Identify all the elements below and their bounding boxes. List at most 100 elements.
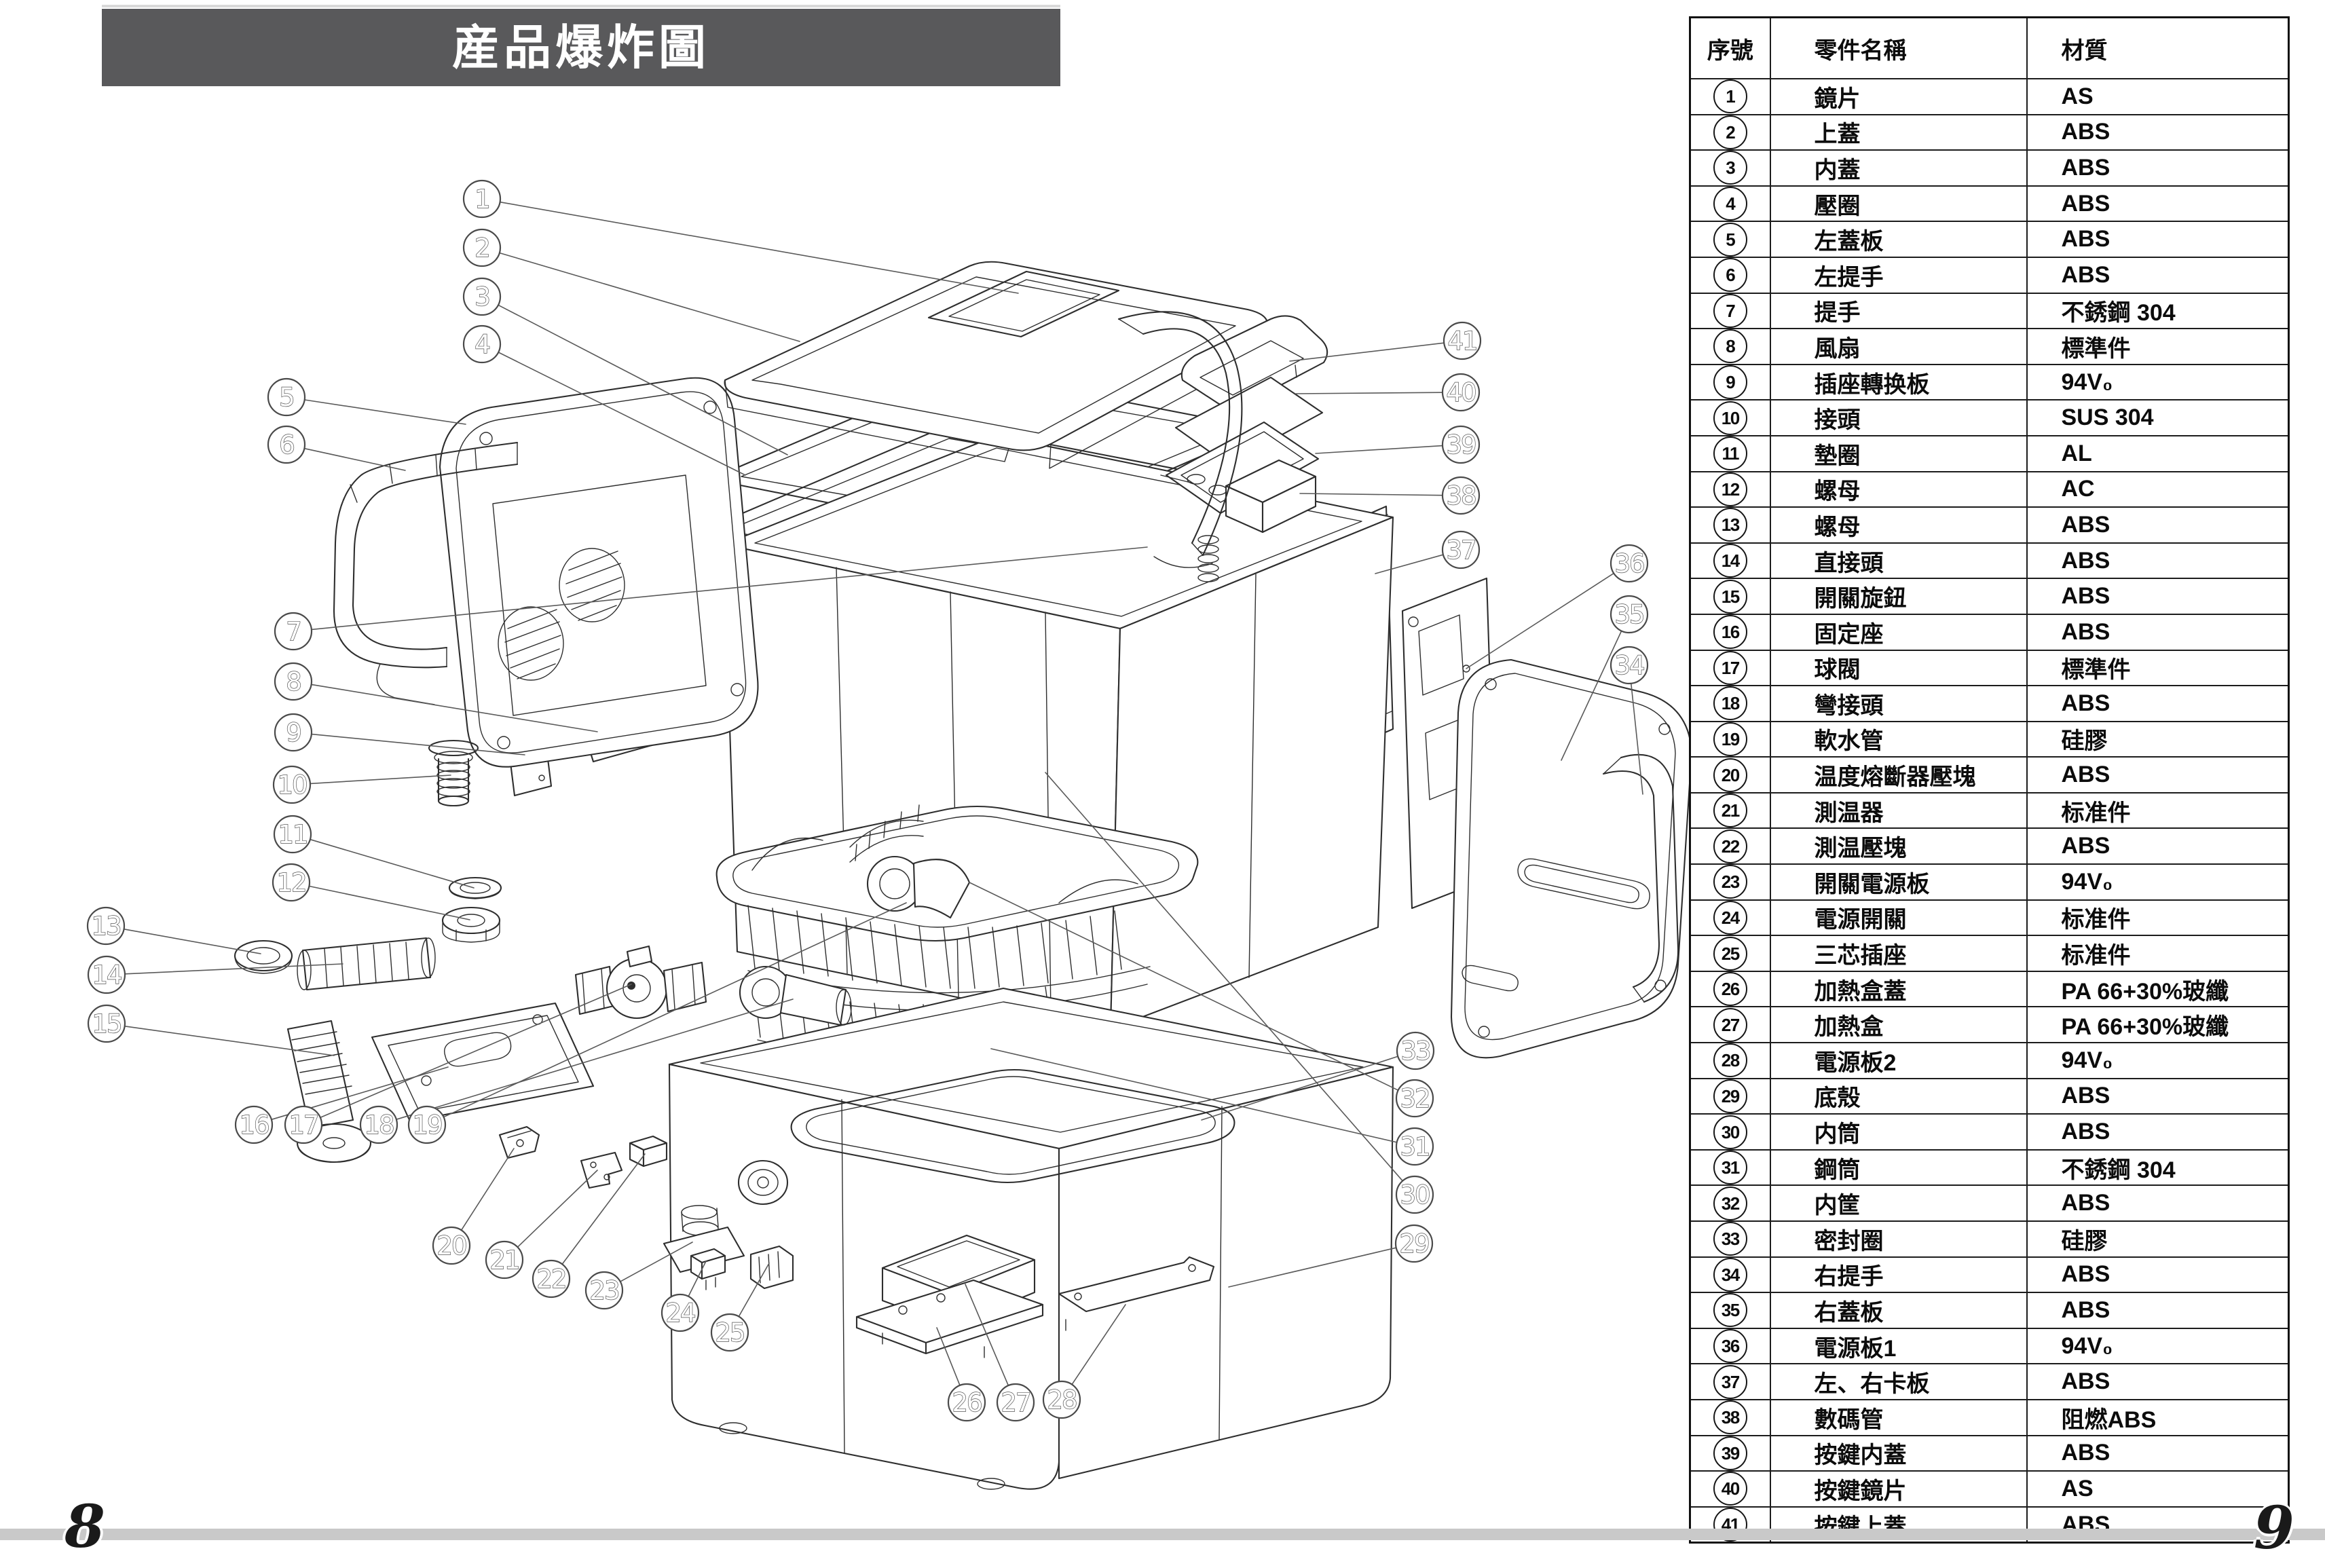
part-right-handle: [1602, 753, 1679, 1003]
balloon-circle: [532, 1259, 571, 1299]
circled-number: 16: [1713, 615, 1747, 649]
part-index-cell: 6: [1689, 256, 1771, 294]
leader-line: [517, 1170, 598, 1248]
part-key-inner-cover: [1165, 421, 1320, 515]
circled-number: 24: [1713, 901, 1747, 935]
leader-line: [1631, 683, 1643, 795]
part-name-cell: 測温壓塊: [1769, 827, 2028, 865]
circled-number: 33: [1713, 1222, 1747, 1256]
part-heating-box-cover: [881, 1234, 1036, 1328]
part-nut: [441, 906, 501, 943]
balloon-circle: [1441, 476, 1481, 515]
part-material-cell: ABS: [2026, 506, 2290, 544]
part-left-cover-plate: [439, 377, 759, 768]
balloon-number: 17: [289, 1110, 318, 1140]
part-seal-ring: [790, 1068, 1235, 1184]
part-index-cell: 10: [1689, 399, 1771, 436]
part-fixing-seat: [371, 1002, 595, 1123]
balloon-number: 40: [1446, 378, 1476, 407]
balloon-number: 36: [1614, 549, 1644, 578]
part-material-cell: ABS: [2026, 1363, 2290, 1400]
part-material-cell: AC: [2026, 470, 2290, 508]
leader-line: [561, 1153, 646, 1265]
exploded-view-diagram: 1234567891011121314151617181920212223242…: [86, 179, 1690, 1490]
circled-number: 39: [1713, 1436, 1747, 1470]
part-index-cell: 35: [1689, 1292, 1771, 1329]
callout-balloon-8: 8: [274, 662, 598, 732]
circled-number: 29: [1713, 1079, 1747, 1113]
part-name-cell: 開關旋鈕: [1769, 578, 2028, 615]
callout-balloon-35: 35: [1561, 595, 1649, 761]
part-name-cell: 加熱盒蓋: [1769, 970, 2028, 1008]
part-index-cell: 25: [1689, 935, 1771, 972]
col-header-index: 序號: [1689, 16, 1771, 79]
circled-number: 7: [1713, 294, 1747, 328]
circled-number: 25: [1713, 937, 1747, 970]
part-soft-hose: [849, 804, 971, 919]
part-material-cell: 標準件: [2026, 328, 2290, 365]
balloon-circle: [274, 662, 313, 701]
part-index-cell: 15: [1689, 578, 1771, 615]
leader-line: [965, 1284, 1009, 1386]
part-name-cell: 内蓋: [1769, 149, 2028, 187]
callout-balloon-13: 13: [86, 906, 261, 954]
part-name-cell: 左提手: [1769, 256, 2028, 294]
part-material-cell: ABS: [2026, 685, 2290, 722]
part-material-cell: ABS: [2026, 578, 2290, 615]
callout-balloon-6: 6: [267, 425, 406, 471]
circled-number: 31: [1713, 1151, 1747, 1184]
balloon-circle: [710, 1313, 749, 1352]
callout-balloon-9: 9: [274, 713, 525, 755]
part-index-cell: 37: [1689, 1363, 1771, 1400]
circled-number: 1: [1713, 79, 1747, 113]
callout-balloon-28: 28: [1042, 1304, 1126, 1419]
circled-number: 34: [1713, 1258, 1747, 1292]
circled-number: 10: [1713, 401, 1747, 434]
leader-line: [969, 882, 1399, 1091]
part-material-cell: 硅膠: [2026, 1220, 2290, 1258]
part-material-cell: ABS: [2026, 1292, 2290, 1329]
leader-line: [1045, 772, 1403, 1182]
callout-balloon-24: 24: [661, 1261, 707, 1332]
balloon-circle: [1396, 1031, 1435, 1070]
part-material-cell: ABS: [2026, 613, 2290, 651]
balloon-number: 8: [286, 667, 301, 696]
part-material-cell: ABS: [2026, 149, 2290, 187]
part-temp-press-block: [629, 1135, 668, 1168]
balloon-circle: [1395, 1127, 1434, 1166]
circled-number: 18: [1713, 687, 1747, 720]
balloon-number: 7: [286, 617, 301, 646]
part-index-cell: 34: [1689, 1256, 1771, 1294]
part-name-cell: 左、右卡板: [1769, 1363, 2028, 1400]
part-name-cell: 彎接頭: [1769, 685, 2028, 722]
part-index-cell: 36: [1689, 1327, 1771, 1365]
part-index-cell: 26: [1689, 970, 1771, 1008]
part-index-cell: 9: [1689, 363, 1771, 401]
circled-number: 22: [1713, 829, 1747, 863]
leader-line: [688, 1261, 707, 1297]
part-index-cell: 16: [1689, 613, 1771, 651]
part-switch-knob: [286, 1020, 372, 1163]
leader-line: [1315, 445, 1443, 454]
callout-balloon-23: 23: [584, 1242, 693, 1310]
leader-line: [443, 902, 907, 1118]
part-material-cell: AL: [2026, 434, 2290, 472]
balloon-circle: [1395, 1079, 1434, 1118]
balloon-number: 41: [1447, 326, 1476, 356]
circled-number: 9: [1713, 365, 1747, 399]
callout-balloon-11: 11: [273, 815, 475, 889]
leader-line: [1299, 493, 1443, 496]
callout-balloon-12: 12: [272, 863, 470, 920]
